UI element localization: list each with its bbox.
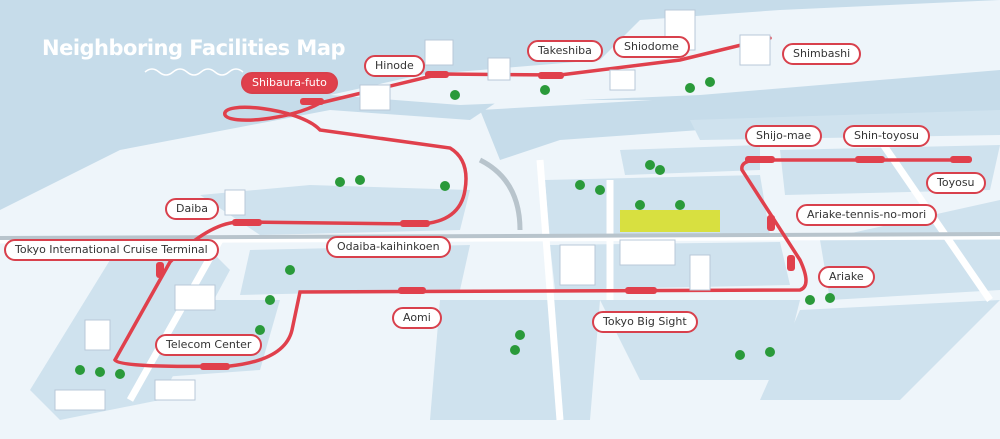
station-shimbashi[interactable]: Shimbashi — [782, 43, 862, 65]
station-telecom-center[interactable]: Telecom Center — [155, 334, 263, 356]
station-marks — [156, 71, 972, 370]
station-tokyo-big-sight[interactable]: Tokyo Big Sight — [592, 311, 698, 333]
buildings — [54, 9, 771, 411]
station-aomi[interactable]: Aomi — [392, 307, 442, 329]
station-daiba[interactable]: Daiba — [165, 198, 219, 220]
trees — [75, 77, 835, 379]
station-shiodome[interactable]: Shiodome — [613, 36, 690, 58]
station-ariake[interactable]: Ariake — [818, 266, 875, 288]
station-shin-toyosu[interactable]: Shin-toyosu — [843, 125, 930, 147]
station-shijo-mae[interactable]: Shijo-mae — [745, 125, 823, 147]
main-highway — [0, 232, 1000, 240]
station-takeshiba[interactable]: Takeshiba — [527, 40, 603, 62]
station-toyosu[interactable]: Toyosu — [926, 172, 986, 194]
map-title: Neighboring Facilities Map — [42, 36, 346, 60]
station-ariake-tennis-no-mori[interactable]: Ariake-tennis-no-mori — [796, 204, 938, 226]
wave-decoration — [144, 68, 244, 76]
station-hinode[interactable]: Hinode — [364, 55, 425, 77]
station-odaiba-kaihinkoen[interactable]: Odaiba-kaihinkoen — [326, 236, 451, 258]
station-tokyo-international-cruise-terminal[interactable]: Tokyo International Cruise Terminal — [4, 239, 219, 261]
station-shibaura-futo[interactable]: Shibaura-futo — [241, 72, 338, 94]
park-field — [620, 210, 720, 232]
highway — [478, 157, 523, 231]
